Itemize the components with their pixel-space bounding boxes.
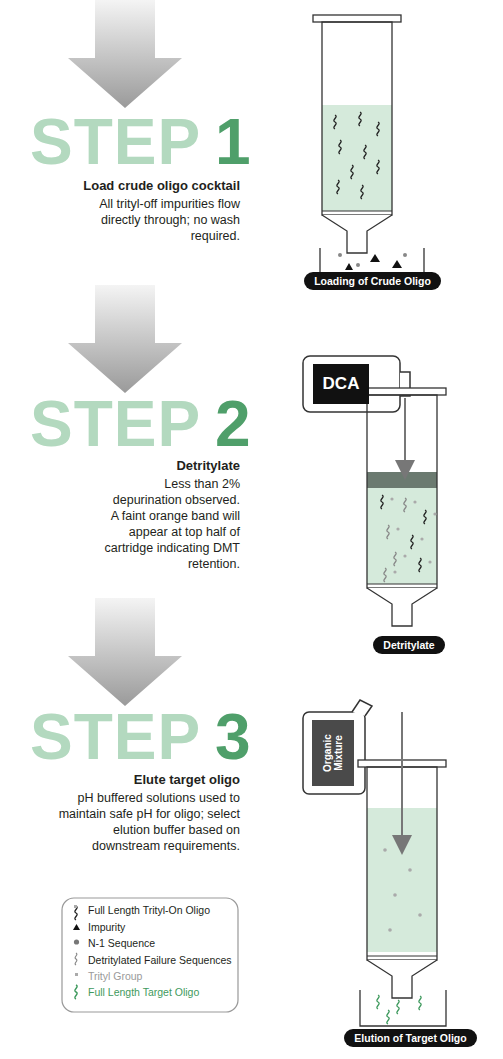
legend-text: Detritylated Failure Sequences xyxy=(88,954,232,967)
step-number: 2 xyxy=(215,392,252,456)
step-arrow xyxy=(68,285,182,393)
bottle-label: DCA xyxy=(313,364,369,404)
cartridge-fill xyxy=(322,105,392,211)
dca-bottle xyxy=(303,356,410,412)
oligo-symbols xyxy=(334,112,437,1024)
caption-pill: Detritylate xyxy=(373,636,445,654)
step-description: Less than 2% depurination observed. A fa… xyxy=(102,476,240,572)
step-description: All trityl-off impurities flow directly … xyxy=(62,196,240,244)
beaker xyxy=(360,990,446,1026)
legend-text: Full Length Trityl-On Oligo xyxy=(88,904,210,917)
flow-arrow xyxy=(401,712,403,845)
cartridge-fill xyxy=(367,472,437,584)
node-text: Organic Mixture xyxy=(322,732,344,774)
legend-symbols xyxy=(73,905,80,999)
legend-text: Trityl Group xyxy=(88,970,142,983)
impurity-symbol xyxy=(345,254,402,270)
caption-pill: Loading of Crude Oligo xyxy=(304,272,441,290)
step-number: 3 xyxy=(215,705,252,769)
flow-arrow xyxy=(404,398,406,470)
legend-text: N-1 Sequence xyxy=(88,937,155,950)
step-word: STEP xyxy=(30,392,201,456)
node-text: Detritylate xyxy=(383,639,434,651)
legend-text: Full Length Target Oligo xyxy=(88,986,199,999)
node-text: Elution of Target Oligo xyxy=(354,1032,466,1044)
step-description: pH buffered solutions used to maintain s… xyxy=(44,790,240,854)
step-arrow xyxy=(68,598,182,706)
step-heading: Detritylate xyxy=(10,458,240,474)
caption-pill: Elution of Target Oligo xyxy=(344,1029,477,1047)
node-text: DCA xyxy=(323,374,360,394)
step-word: STEP xyxy=(30,110,201,174)
step-heading: Elute target oligo xyxy=(10,772,240,788)
step-heading: Load crude oligo cocktail xyxy=(10,178,240,194)
cartridge xyxy=(313,15,401,253)
legend-frame xyxy=(62,898,238,1012)
node-text: Loading of Crude Oligo xyxy=(314,275,431,287)
cartridge xyxy=(358,388,446,626)
legend-text: Impurity xyxy=(88,921,125,934)
detritylation-band xyxy=(367,472,437,488)
organic-bottle xyxy=(303,700,372,794)
step-arrow xyxy=(68,0,182,108)
bottle-label: Organic Mixture xyxy=(312,720,354,786)
step-word: STEP xyxy=(30,705,201,769)
step-number: 1 xyxy=(215,110,252,174)
